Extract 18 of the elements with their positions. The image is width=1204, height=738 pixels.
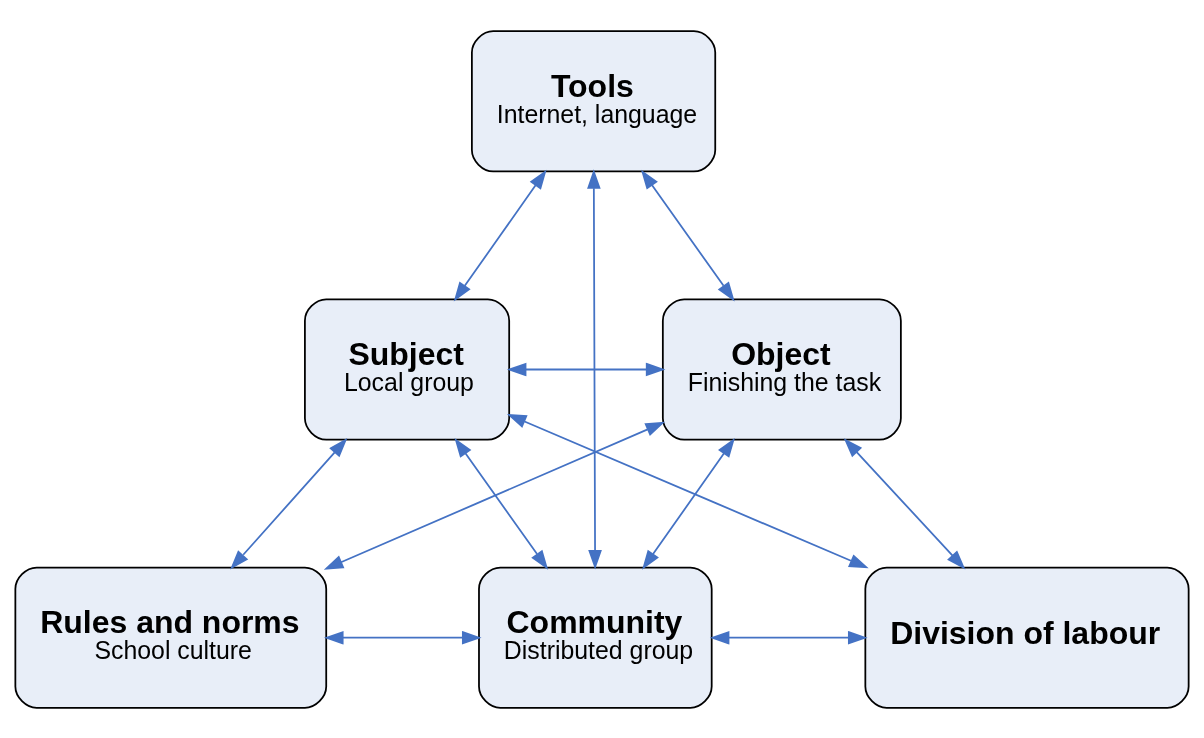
arrow [640,169,735,301]
node-box: Community Distributed group [478,566,713,709]
arrow [843,437,966,569]
arrow [453,169,547,301]
node-box: Rules and norms School culture [14,566,328,709]
node-box: Tools Internet, language [471,29,717,172]
arrow [642,437,735,570]
arrow [454,437,549,570]
arrow [709,630,868,645]
arrow [587,168,602,570]
node-box: Subject Local group [304,297,511,441]
arrow [506,362,666,376]
arrow [323,421,666,570]
arrow [506,413,869,568]
node-box: Object Finishing the task [661,297,902,441]
node-box: Division of labour [864,566,1190,709]
arrow [230,437,348,569]
arrow [324,630,482,645]
